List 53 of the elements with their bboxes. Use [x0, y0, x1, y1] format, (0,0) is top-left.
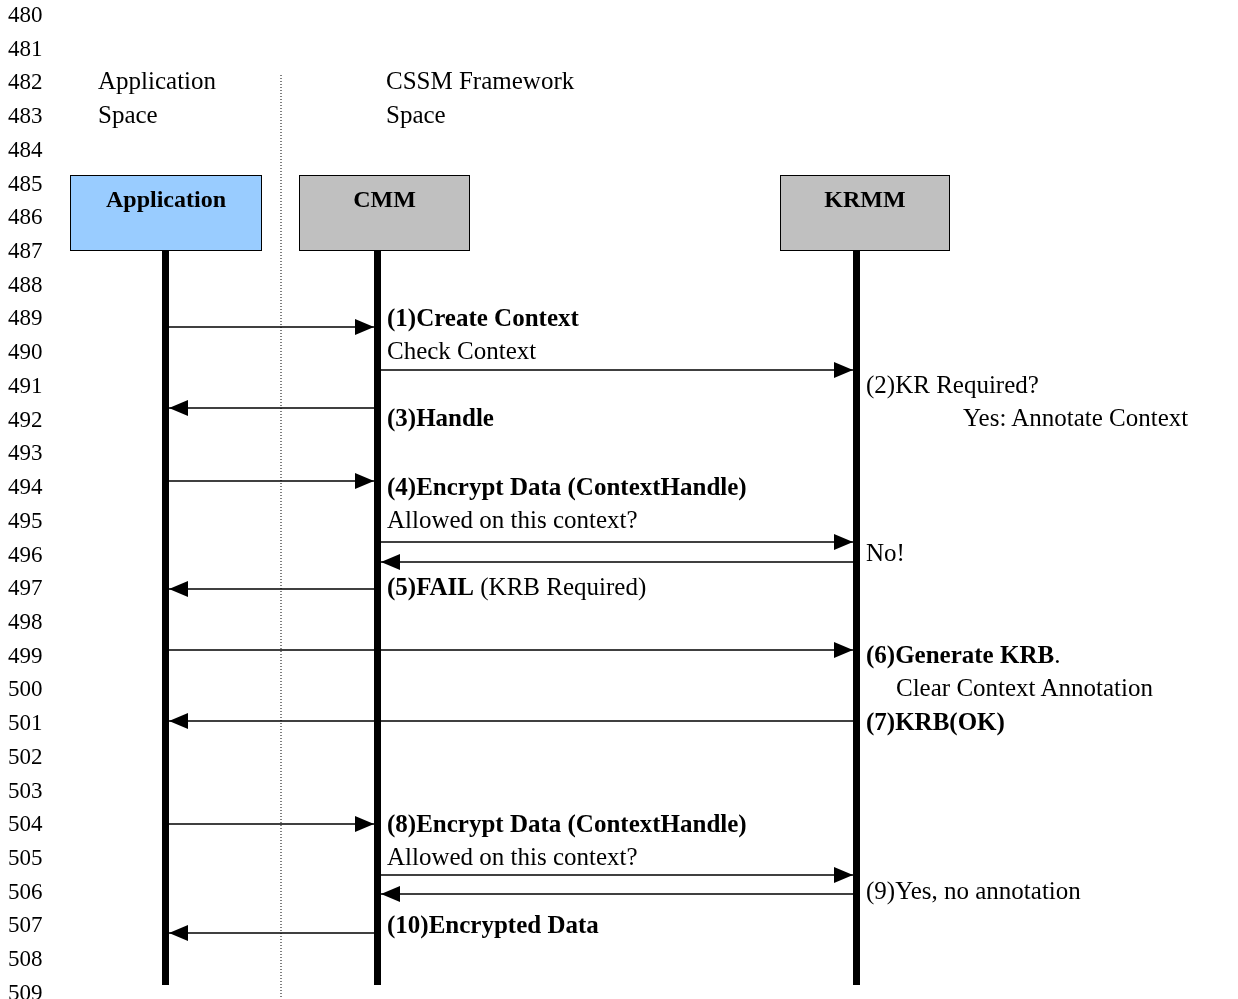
- message-arrow: [168, 713, 854, 729]
- participant-box: CMM: [299, 175, 470, 251]
- line-number: 486: [8, 203, 43, 232]
- message-arrow: [380, 867, 854, 883]
- line-number: 496: [8, 540, 43, 569]
- message-arrow: [380, 554, 854, 570]
- line-number: 508: [8, 945, 43, 974]
- line-number: 495: [8, 506, 43, 535]
- lifeline: [162, 251, 169, 985]
- line-number: 506: [8, 877, 43, 906]
- lifeline: [853, 251, 860, 985]
- lifeline: [374, 251, 381, 985]
- message-arrow: [168, 473, 375, 489]
- line-number: 483: [8, 102, 43, 131]
- message-arrow: [380, 362, 854, 378]
- message-arrow: [380, 534, 854, 550]
- line-number: 501: [8, 709, 43, 738]
- line-number: 480: [8, 1, 43, 29]
- line-number: 505: [8, 844, 43, 872]
- line-number: 507: [8, 911, 43, 940]
- message-arrow: [168, 319, 375, 335]
- note-text: Yes: Annotate Context: [963, 403, 1189, 433]
- message-arrow: [380, 886, 854, 902]
- line-number: 503: [8, 776, 43, 805]
- note-text: Clear Context Annotation: [896, 673, 1153, 703]
- line-number: 491: [8, 371, 43, 400]
- message-arrow: [168, 400, 375, 416]
- message-arrow: [168, 925, 375, 941]
- note-text: (2)KR Required?: [866, 370, 1039, 401]
- line-number: 485: [8, 169, 43, 198]
- message-arrow: [168, 581, 375, 597]
- message-arrow: [168, 642, 854, 658]
- line-number: 488: [8, 270, 43, 299]
- line-number: 493: [8, 439, 43, 468]
- line-number: 498: [8, 607, 43, 636]
- line-number: 499: [8, 641, 43, 670]
- participant-box: KRMM: [780, 175, 950, 251]
- line-number: 500: [8, 675, 43, 704]
- line-number: 487: [8, 237, 43, 266]
- space-heading: CSSM Framework Space: [386, 66, 576, 130]
- line-number: 482: [8, 68, 43, 97]
- space-heading: Application Space: [98, 66, 218, 130]
- line-number: 489: [8, 304, 43, 333]
- line-number: 504: [8, 810, 43, 839]
- participant-box: Application: [70, 175, 262, 251]
- line-number: 502: [8, 742, 43, 771]
- line-number: 492: [8, 405, 43, 434]
- line-number: 494: [8, 473, 43, 502]
- line-number: 497: [8, 574, 43, 603]
- line-number: 481: [8, 34, 43, 63]
- message-arrow: [168, 816, 375, 832]
- line-number: 490: [8, 338, 43, 367]
- line-number: 484: [8, 135, 43, 164]
